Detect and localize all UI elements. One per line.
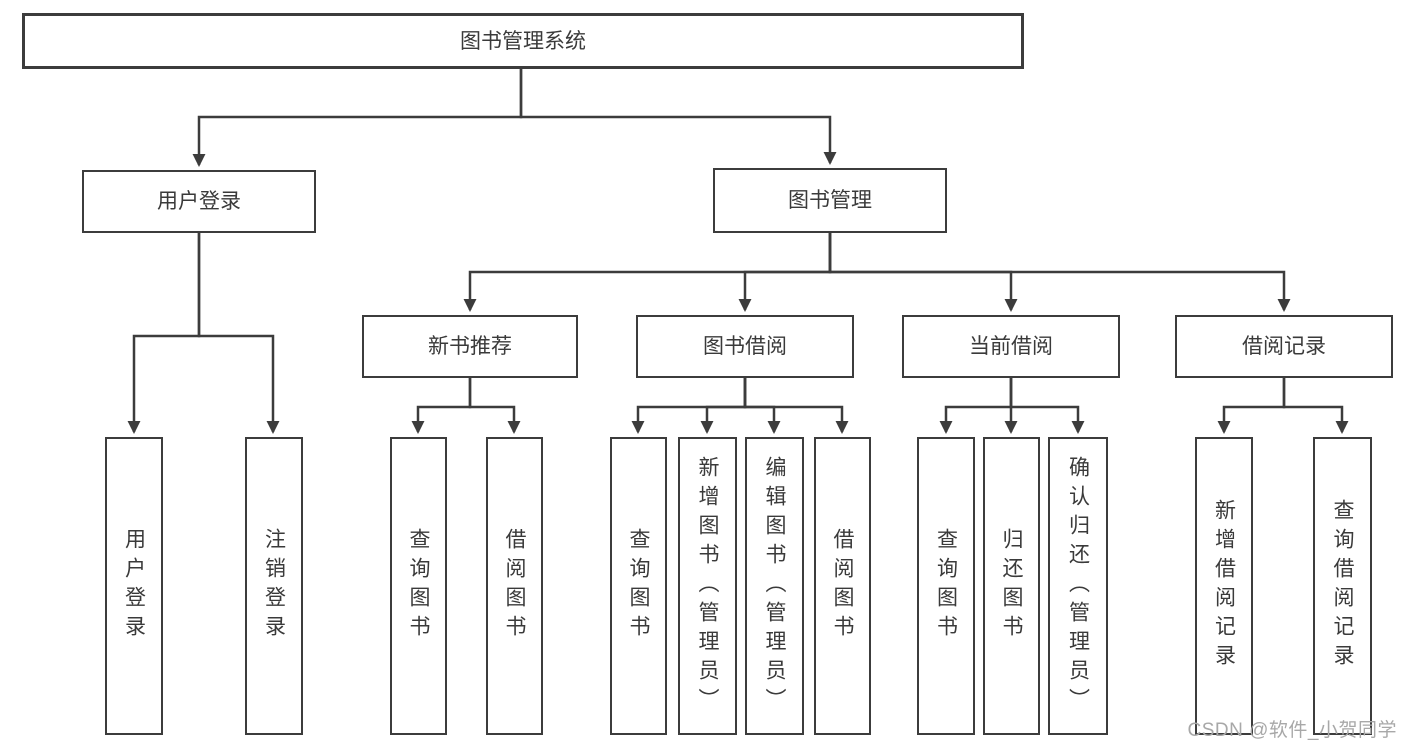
leaf-confirm-return-admin-label: 确认归还（管理员） bbox=[1066, 455, 1090, 717]
node-book-management-label: 图书管理 bbox=[788, 189, 872, 212]
watermark: CSDN @软件_小贺同学 bbox=[1187, 720, 1397, 741]
node-borrowing-records: 借阅记录 bbox=[1175, 315, 1393, 378]
connector-records-to-query-record bbox=[1282, 375, 1349, 434]
node-new-book-recommend-label: 新书推荐 bbox=[428, 335, 512, 358]
leaf-borrow-books-recommend-label: 借阅图书 bbox=[503, 528, 526, 644]
leaf-edit-book-admin-label: 编辑图书（管理员） bbox=[763, 455, 786, 717]
connector-borrowing-to-edit-book bbox=[743, 375, 781, 434]
leaf-logout-label: 注销登录 bbox=[262, 528, 286, 644]
connector-user-login-to-leaf-logout bbox=[197, 230, 280, 434]
leaf-borrow-books-borrowing: 借阅图书 bbox=[814, 437, 871, 735]
node-new-book-recommend: 新书推荐 bbox=[362, 315, 578, 378]
leaf-borrow-books-recommend: 借阅图书 bbox=[486, 437, 543, 735]
connector-root-to-book-management bbox=[519, 66, 837, 165]
connector-book-management-to-borrowing-records bbox=[828, 230, 1291, 312]
connector-borrowing-to-borrow-books bbox=[743, 375, 849, 434]
leaf-query-books-borrowing-label: 查询图书 bbox=[627, 528, 650, 644]
leaf-return-books-label: 归还图书 bbox=[1000, 528, 1023, 644]
leaf-add-book-admin: 新增图书（管理员） bbox=[678, 437, 737, 735]
connector-recommend-to-borrow-books bbox=[468, 375, 521, 434]
leaf-query-books-borrowing: 查询图书 bbox=[610, 437, 667, 735]
connector-recommend-to-query-books bbox=[411, 375, 472, 434]
node-library-system: 图书管理系统 bbox=[22, 13, 1024, 69]
node-borrowing-records-label: 借阅记录 bbox=[1242, 335, 1326, 358]
node-book-borrowing: 图书借阅 bbox=[636, 315, 854, 378]
leaf-add-borrow-record-label: 新增借阅记录 bbox=[1212, 499, 1236, 673]
leaf-edit-book-admin: 编辑图书（管理员） bbox=[745, 437, 804, 735]
connector-current-to-confirm-return bbox=[1009, 375, 1085, 434]
leaf-query-borrow-record-label: 查询借阅记录 bbox=[1331, 499, 1354, 673]
connector-borrowing-to-add-book bbox=[700, 375, 747, 434]
leaf-logout: 注销登录 bbox=[245, 437, 303, 735]
leaf-query-borrow-record: 查询借阅记录 bbox=[1313, 437, 1372, 735]
connector-borrowing-to-query-books bbox=[631, 375, 747, 434]
node-book-borrowing-label: 图书借阅 bbox=[703, 335, 787, 358]
node-user-login-label: 用户登录 bbox=[157, 190, 241, 213]
connector-user-login-to-leaf-user-login bbox=[127, 230, 201, 434]
connector-current-to-query-books bbox=[939, 375, 1013, 434]
leaf-query-books-current-label: 查询图书 bbox=[934, 528, 958, 644]
node-user-login: 用户登录 bbox=[82, 170, 316, 233]
leaf-borrow-books-borrowing-label: 借阅图书 bbox=[831, 528, 854, 644]
leaf-query-books-recommend: 查询图书 bbox=[390, 437, 447, 735]
connector-root-to-user-login bbox=[192, 66, 523, 167]
connector-book-management-to-new-book-recommend bbox=[463, 230, 832, 312]
leaf-add-borrow-record: 新增借阅记录 bbox=[1195, 437, 1253, 735]
leaf-add-book-admin-label: 新增图书（管理员） bbox=[696, 455, 719, 717]
leaf-return-books: 归还图书 bbox=[983, 437, 1040, 735]
node-current-borrowing: 当前借阅 bbox=[902, 315, 1120, 378]
leaf-user-login-label: 用户登录 bbox=[122, 528, 146, 644]
connector-book-management-to-current-borrowing bbox=[828, 230, 1018, 312]
connector-records-to-add-record bbox=[1217, 375, 1286, 434]
leaf-confirm-return-admin: 确认归还（管理员） bbox=[1048, 437, 1108, 735]
leaf-query-books-current: 查询图书 bbox=[917, 437, 975, 735]
connector-book-management-to-book-borrowing bbox=[738, 230, 832, 312]
node-book-management: 图书管理 bbox=[713, 168, 947, 233]
leaf-query-books-recommend-label: 查询图书 bbox=[407, 528, 430, 644]
node-current-borrowing-label: 当前借阅 bbox=[969, 335, 1053, 358]
leaf-user-login: 用户登录 bbox=[105, 437, 163, 735]
node-library-system-label: 图书管理系统 bbox=[460, 29, 586, 53]
